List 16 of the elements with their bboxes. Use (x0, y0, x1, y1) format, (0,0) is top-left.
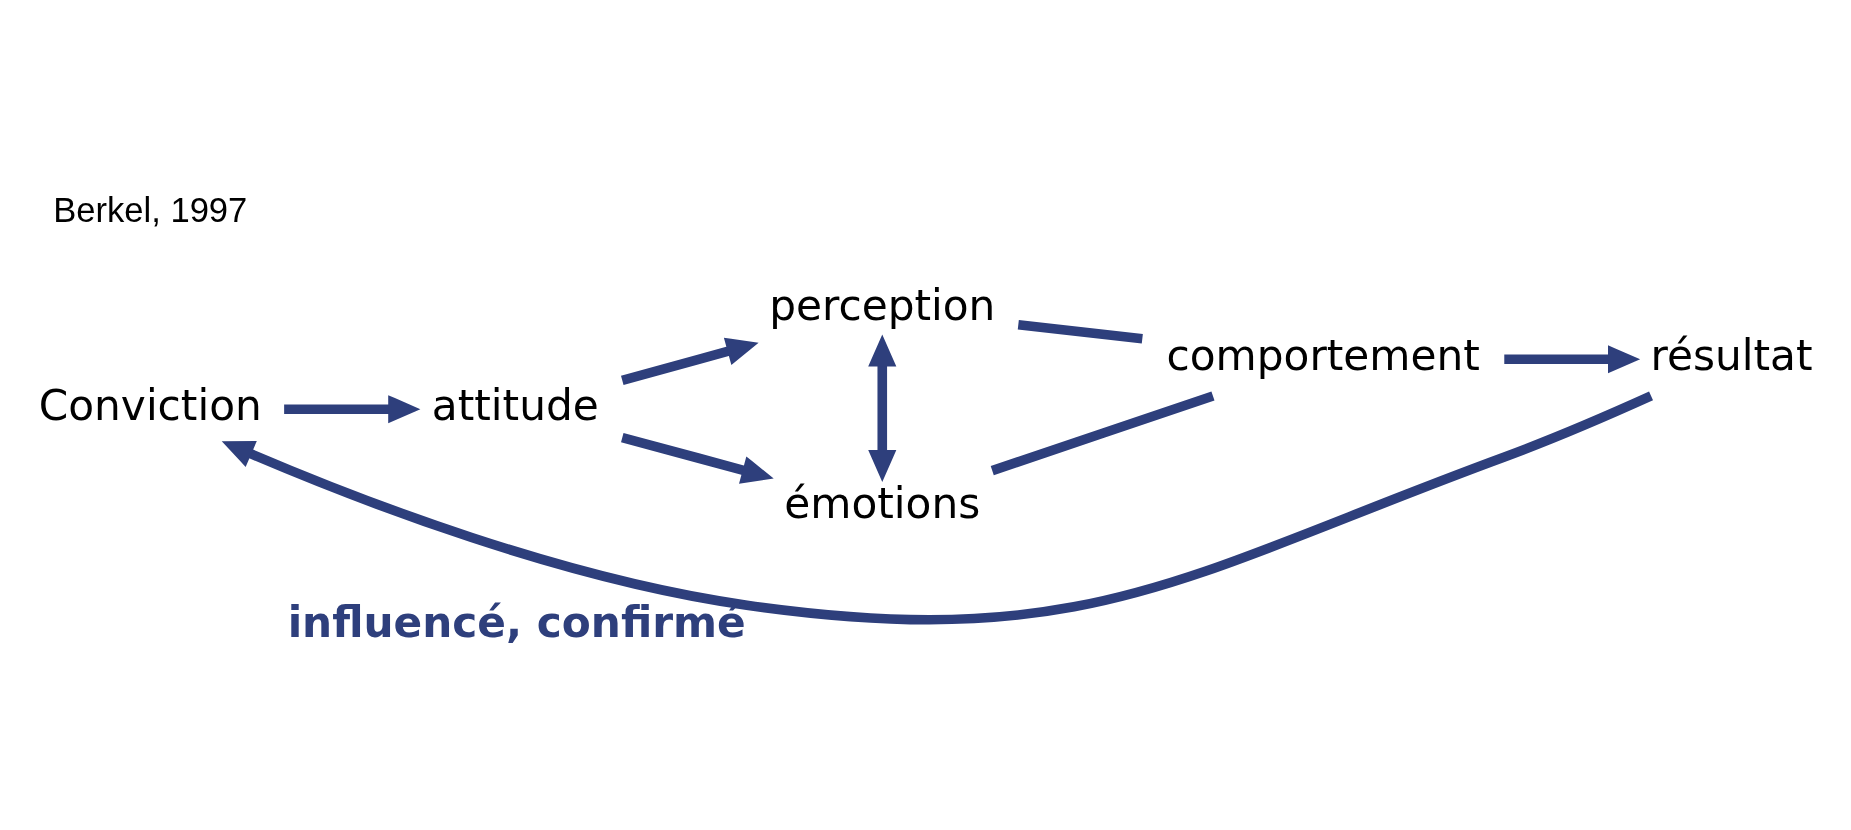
node-text: comportement (1166, 331, 1480, 381)
arrow (1504, 345, 1641, 374)
connector (990, 391, 1215, 476)
arrow (284, 395, 421, 424)
node-text: attitude (431, 381, 599, 430)
arrow (221, 391, 1653, 624)
node-text: résultat (1650, 331, 1813, 381)
connector (1017, 319, 1143, 344)
arrow (621, 337, 759, 385)
node-text: perception (769, 281, 996, 331)
arrow (868, 334, 897, 483)
arrow (621, 432, 774, 484)
node-text: émotions (784, 478, 981, 528)
label: Berkel, 1997 (53, 190, 248, 229)
edge-label: influencé, confirmé (287, 598, 746, 648)
node-text: Conviction (38, 381, 262, 430)
